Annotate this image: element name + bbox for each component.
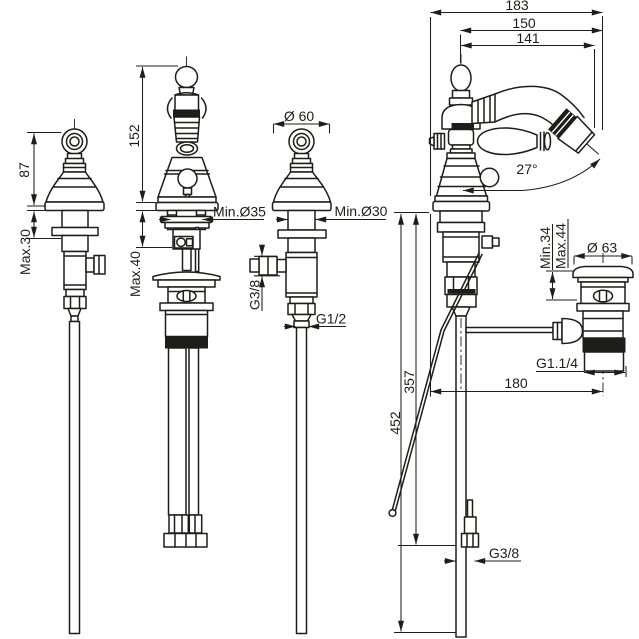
lever-handle — [476, 127, 552, 156]
dim-supply-thread-g38: G3/8 — [444, 545, 521, 564]
dim-label-452: 452 — [387, 411, 403, 435]
view-side-valve-profile — [249, 128, 332, 635]
dim-depth-183: 183 — [429, 0, 604, 196]
dim-label-152: 152 — [126, 124, 142, 148]
side-port-collar — [85, 257, 95, 273]
dim-hose-drop-357: 357 — [398, 213, 456, 547]
ball-joint — [561, 317, 584, 345]
dim-label-dia63: Ø 63 — [587, 240, 618, 256]
dim-height-87: 87 — [16, 131, 61, 207]
dim-label-max30: Max.30 — [17, 229, 33, 275]
spout — [471, 85, 600, 155]
view-mixer-profile — [388, 54, 634, 638]
cold-spindle — [428, 132, 446, 150]
handle-knob — [450, 64, 472, 92]
supply-hose — [295, 326, 308, 635]
supply-tails — [163, 347, 208, 548]
dim-label-87: 87 — [16, 162, 32, 178]
popup-waste-front — [152, 271, 221, 349]
bell-base — [271, 162, 332, 212]
actuating-rod — [465, 326, 554, 334]
popup-waste-profile — [465, 253, 634, 396]
dim-side-port-g38: G3/8 — [247, 244, 280, 311]
handle-ball — [177, 168, 198, 189]
supply-pipe — [455, 315, 467, 638]
dim-depth-150: 150 — [459, 15, 603, 63]
dim-waste-dia-63: Ø 63 — [573, 240, 633, 265]
dim-label-357: 357 — [401, 370, 417, 394]
dim-label-max44: Max.44 — [553, 223, 569, 269]
dim-label-max40: Max.40 — [127, 251, 143, 297]
ring-handle — [288, 128, 315, 155]
dim-depth-141: 141 — [460, 30, 596, 128]
view-mixer-front — [152, 56, 221, 548]
body-hub — [447, 128, 475, 146]
dim-handle-dia-60: Ø 60 — [272, 108, 331, 134]
dim-label-27deg: 27° — [516, 161, 537, 177]
dim-label-183: 183 — [505, 0, 529, 13]
dimensions: 87 Max.30 152 Max.40 Min.Ø35 — [16, 0, 633, 634]
valve-body-under-deck — [249, 209, 327, 329]
dim-label-g12: G1/2 — [316, 311, 347, 327]
dim-min-hole-30: Min.Ø30 — [276, 203, 388, 223]
hose-connection — [460, 499, 480, 548]
side-port-collar — [276, 258, 287, 273]
view-side-valve-front — [44, 119, 106, 635]
valve-body-under-deck — [51, 209, 106, 323]
dim-label-min30: Min.Ø30 — [335, 203, 388, 219]
dim-label-min34: Min.34 — [537, 227, 553, 269]
dim-max40: Max.40 — [127, 209, 172, 297]
valve-body-under-deck — [172, 226, 201, 273]
dim-waste-thread-g114: G1.1/4 — [536, 355, 627, 377]
dim-waste-clamp: Min.34 Max.44 — [537, 219, 577, 301]
popup-linkage — [388, 252, 483, 518]
dim-label-141: 141 — [516, 30, 540, 46]
dim-height-152: 152 — [126, 65, 178, 204]
aerator-axis-extension — [586, 143, 600, 155]
dim-angle-27: 27° — [462, 158, 601, 194]
dim-label-g114: G1.1/4 — [536, 355, 578, 371]
bell-base — [44, 162, 105, 212]
dim-label-min35: Min.Ø35 — [213, 204, 266, 220]
waste-tailpiece — [583, 351, 625, 372]
waste-flange — [572, 265, 634, 279]
body-cone — [155, 156, 219, 212]
dim-waste-offset-180: 180 — [429, 214, 603, 397]
dim-label-g38-supply: G3/8 — [489, 545, 520, 561]
waste-thread-band — [582, 337, 626, 353]
dim-label-dia60: Ø 60 — [284, 108, 315, 124]
base-cone — [432, 144, 500, 212]
popup-stub — [481, 235, 494, 249]
dim-min-hole-35: Min.Ø35 — [159, 204, 266, 223]
dim-label-150: 150 — [512, 15, 536, 31]
side-port-cap — [249, 258, 260, 273]
supply-hose — [68, 320, 81, 635]
valve-body-under-deck — [436, 210, 500, 317]
ring-handle — [61, 128, 88, 155]
dim-label-g38-side: G3/8 — [247, 280, 263, 311]
body-band — [451, 123, 474, 130]
dim-supply-drop-452: 452 — [387, 211, 456, 634]
spout-front — [166, 92, 207, 156]
waste-thread-band — [165, 336, 208, 349]
popup-knob — [479, 167, 500, 188]
dim-supply-g12: G1/2 — [284, 311, 347, 330]
aerator — [548, 108, 600, 155]
dim-max30: Max.30 — [17, 209, 61, 275]
dim-label-180: 180 — [504, 375, 528, 391]
handle-knob — [174, 65, 199, 89]
